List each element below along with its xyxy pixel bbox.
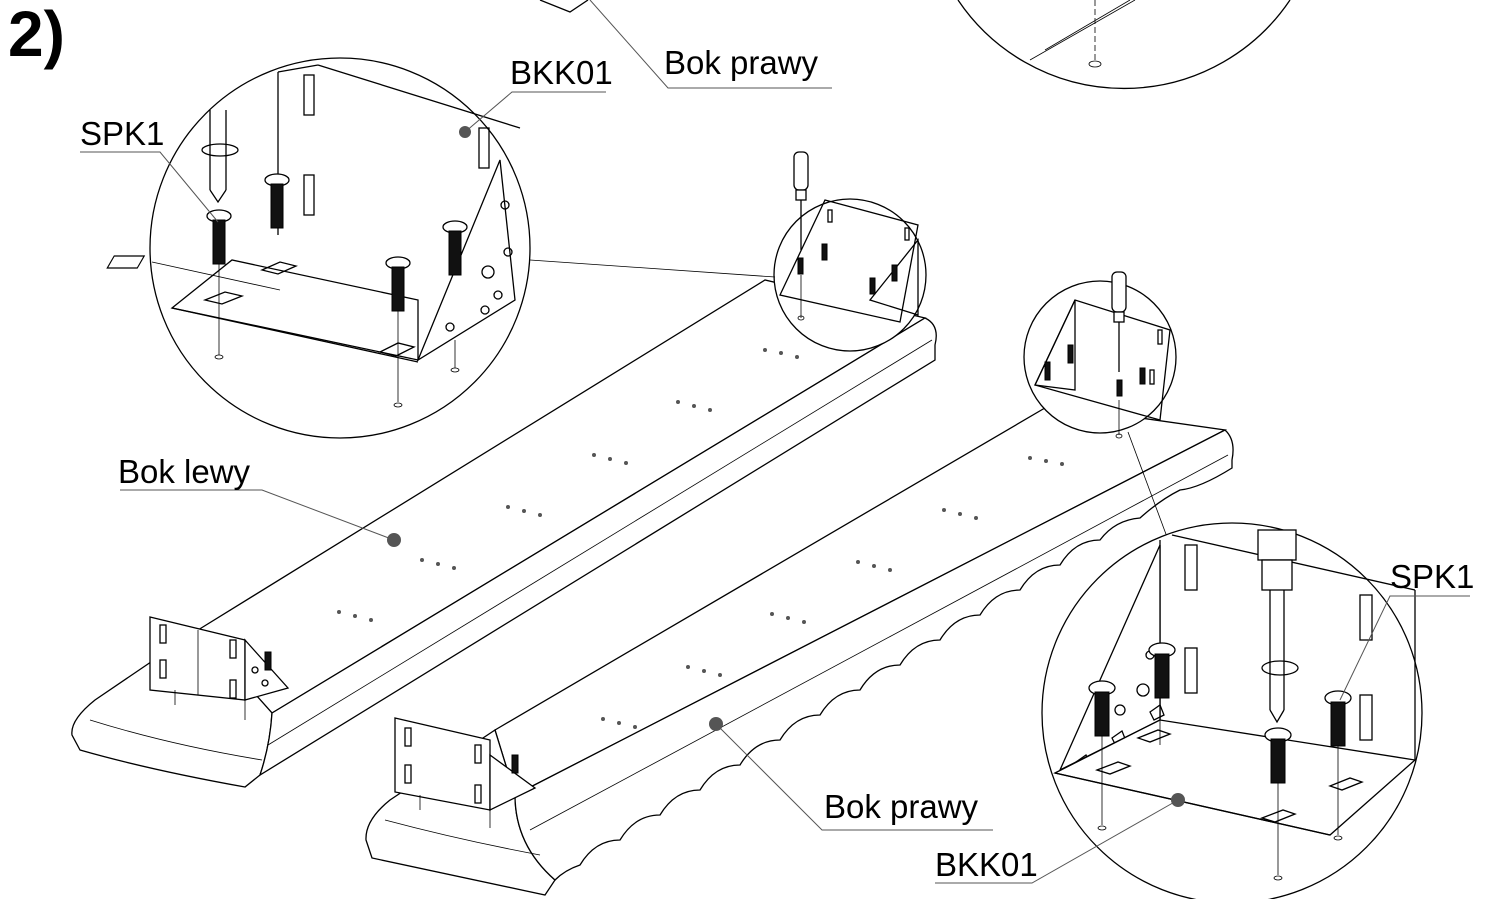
leader-lines [80,0,1470,884]
hole-pattern-left [337,348,799,622]
label-bok-lewy: Bok lewy [118,453,251,490]
bracket-left-front [149,616,290,720]
hole-pattern-right [601,456,1064,729]
label-bkk01-top: BKK01 [510,54,613,91]
board-left [71,279,937,788]
label-bok-prawy-bottom: Bok prawy [824,788,979,825]
detail-circle-left-small [773,151,927,352]
screws-right-large [1088,642,1352,784]
board-right [365,404,1234,896]
label-spk1-left: SPK1 [80,115,164,152]
top-left-edge-stub [539,0,589,13]
label-spk1-right: SPK1 [1390,558,1474,595]
top-detail-circle-partial [957,0,1291,90]
step-number: 2) [8,0,65,70]
connector-right [1127,431,1171,546]
detail-circle-right-large [1041,522,1423,899]
label-bok-prawy-top: Bok prawy [664,44,819,81]
connector-left [529,259,776,278]
label-bkk01-bottom: BKK01 [935,846,1038,883]
detail-circle-right-small [1023,271,1177,439]
detail-circle-left-large [106,57,531,439]
bracket-right-front [394,717,537,828]
